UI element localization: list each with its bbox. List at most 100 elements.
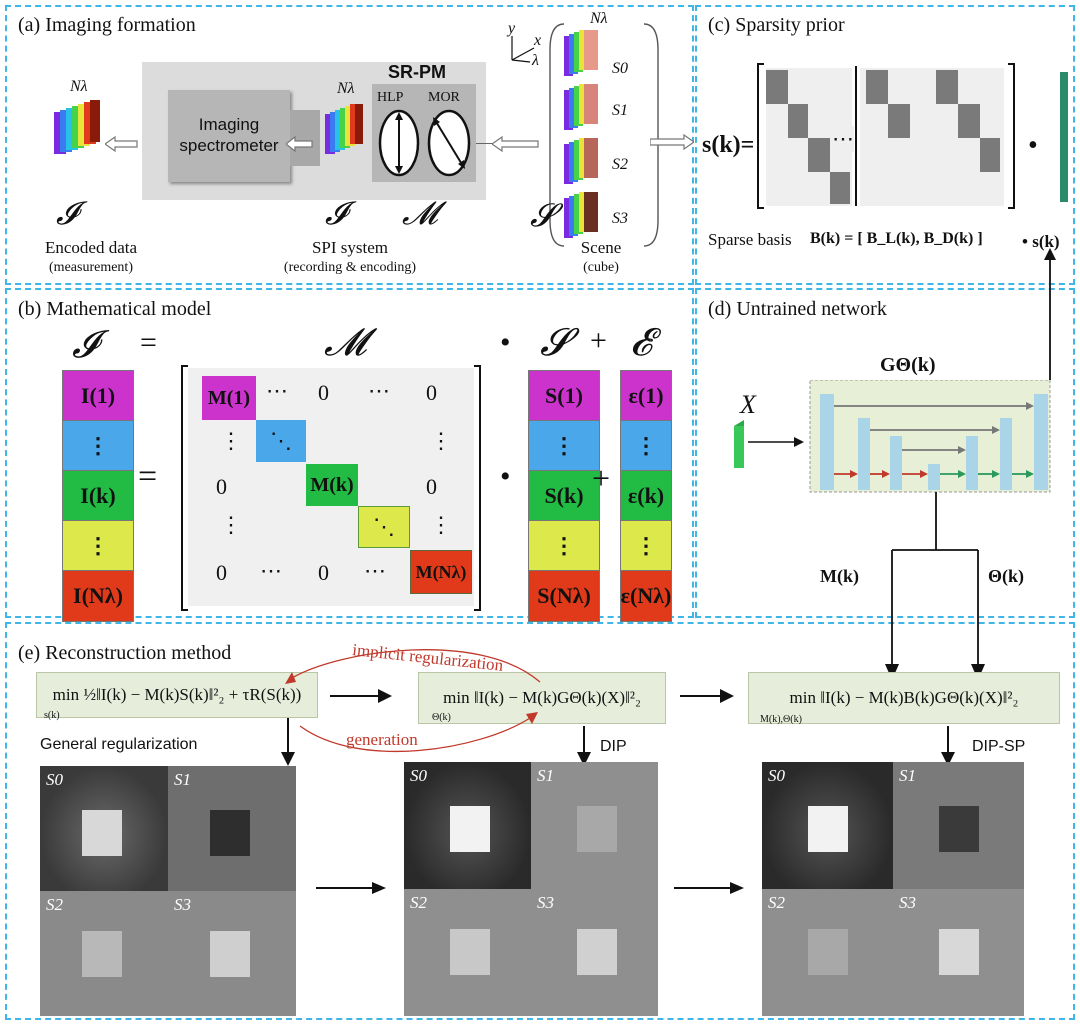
panel-a-title: (a) Imaging formation	[18, 14, 196, 36]
e-vec-cell-3: ε(k)	[620, 470, 672, 522]
e-vec-cell-1: ε(1)	[620, 370, 672, 422]
m-dots-v-1: ⋮	[220, 428, 242, 453]
general-s2-tile: S2	[40, 891, 168, 1016]
e-vec-cell-2: ⋮	[620, 420, 672, 472]
i-vec-cell-3: I(k)	[62, 470, 134, 522]
m-dots-h-4: ⋯	[364, 558, 386, 583]
eq-general-text: min ½‖I(k) − M(k)S(k)‖²₂ + τR(S(k))	[52, 685, 302, 704]
dipsp-s3-label: S3	[899, 893, 916, 912]
grid-arrow-1	[316, 882, 386, 894]
i-vec-cell-1: I(1)	[62, 370, 134, 422]
panel-a-frame	[5, 5, 694, 285]
m-k-label: M(k)	[820, 566, 859, 586]
generation-label: generation	[346, 730, 418, 749]
general-s0-object	[82, 810, 122, 856]
untrained-network-diagram	[734, 380, 1051, 493]
scene-n-lambda: Nλ	[590, 10, 608, 27]
panel-c-title: (c) Sparsity prior	[708, 14, 845, 36]
hollow-arrow-left-3	[492, 136, 539, 152]
theta-k-label: Θ(k)	[988, 566, 1024, 586]
m-zero-3: 0	[216, 474, 227, 499]
m-dots-v-2: ⋮	[430, 428, 452, 453]
recorded-cube-icon	[325, 104, 363, 154]
s-vec-cell-2: ⋮	[528, 420, 600, 472]
eq-dip-text: min ‖I(k) − M(k)GΘ(k)(X)‖²₂	[443, 688, 641, 707]
plus-main: +	[592, 460, 611, 496]
symbol-m-system: 𝓜	[402, 194, 438, 232]
x-input-label: X	[740, 390, 756, 419]
spectrometer-box: Imaging spectrometer	[168, 90, 290, 182]
eq-dip-subscript: Θ(k)	[432, 712, 451, 723]
dip-s0-tile: S0	[404, 762, 531, 889]
panel-b-frame	[5, 288, 694, 618]
dip-s1-tile: S1	[531, 762, 658, 889]
recording-caption: (recording & encoding)	[283, 260, 417, 275]
dip-s1-object	[577, 806, 617, 852]
dipsp-s0-tile: S0	[762, 762, 893, 889]
dip-label: DIP	[600, 738, 627, 755]
m-zero-6: 0	[318, 560, 329, 585]
reconstruction-arrows	[281, 649, 955, 766]
symbol-i-output: 𝓘	[56, 194, 78, 232]
dipsp-s2-label: S2	[768, 893, 785, 912]
spi-system-caption: SPI system	[311, 238, 389, 257]
dipsp-grid: S0 S1 S2 S3	[762, 762, 1024, 1016]
i-vec-cell-2: ⋮	[62, 420, 134, 472]
top-equals: =	[140, 326, 157, 359]
mor-label: MOR	[428, 90, 460, 105]
i-vec-cell-5: I(Nλ)	[62, 570, 134, 622]
general-reg-label: General regularization	[40, 736, 198, 753]
s-vec-cell-3: S(k)	[528, 470, 600, 522]
hollow-arrow-left-2	[286, 136, 313, 152]
s-vector: S(1) ⋮ S(k) ⋮ S(Nλ)	[528, 370, 600, 632]
general-s1-label: S1	[174, 770, 191, 789]
dip-s3-tile: S3	[531, 889, 658, 1016]
dipsp-s3-object	[939, 929, 979, 975]
axis-lambda: λ	[532, 52, 539, 69]
i-vector: I(1) ⋮ I(k) ⋮ I(Nλ)	[62, 370, 134, 632]
m-matrix-brackets	[181, 365, 481, 611]
top-m-symbol: 𝓜	[324, 320, 367, 364]
general-s2-label: S2	[46, 895, 63, 914]
grid-arrow-2	[674, 882, 744, 894]
stokes-cube-stack	[564, 30, 598, 238]
symbol-i-system: 𝓘	[325, 194, 347, 232]
m-zero-2: 0	[426, 380, 437, 405]
general-s1-object	[210, 810, 250, 856]
top-e-symbol: 𝓔	[630, 320, 652, 364]
basis-equation: B(k) = [ B_L(k), B_D(k) ]	[810, 230, 983, 247]
dip-s0-object	[450, 806, 490, 852]
m-dots-h-2: ⋯	[368, 378, 390, 403]
d-to-c-arrow	[1044, 248, 1056, 380]
m-zero-1: 0	[318, 380, 329, 405]
e-vector: ε(1) ⋮ ε(k) ⋮ ε(Nλ)	[620, 370, 692, 632]
m-diag-block-4: ⋱	[358, 506, 410, 548]
optical-axis	[476, 143, 492, 144]
eq-dip-box: min ‖I(k) − M(k)GΘ(k)(X)‖²₂	[418, 672, 666, 724]
measurement-caption: (measurement)	[49, 260, 133, 275]
xyz-axes-icon	[511, 36, 535, 63]
dipsp-s1-label: S1	[899, 766, 916, 785]
i-vec-cell-4: ⋮	[62, 520, 134, 572]
dipsp-s0-object	[808, 806, 848, 852]
dip-s2-object	[450, 929, 490, 975]
stokes-s2: S2	[612, 156, 628, 173]
general-s3-tile: S3	[168, 891, 296, 1016]
eq-dipsp-box: min ‖I(k) − M(k)B(k)GΘ(k)(X)‖²₂	[748, 672, 1060, 724]
dip-s3-object	[577, 929, 617, 975]
s-vec-cell-1: S(1)	[528, 370, 600, 422]
dip-s3-label: S3	[537, 893, 554, 912]
mn-block: M(Nλ)	[410, 550, 472, 594]
dip-s0-label: S0	[410, 766, 427, 785]
panel-b-title: (b) Mathematical model	[18, 298, 212, 320]
stokes-s0: S0	[612, 60, 628, 77]
dipsp-s0-label: S0	[768, 766, 785, 785]
general-s1-tile: S1	[168, 766, 296, 891]
s-vec-cell-4: ⋮	[528, 520, 600, 572]
axis-x: x	[534, 32, 542, 49]
panel-c-frame	[695, 5, 1075, 285]
multiply-bullet-c: •	[1028, 130, 1038, 161]
equals-main: =	[138, 458, 158, 495]
panel-e-frame	[5, 622, 1075, 1020]
e-vec-cell-4: ⋮	[620, 520, 672, 572]
